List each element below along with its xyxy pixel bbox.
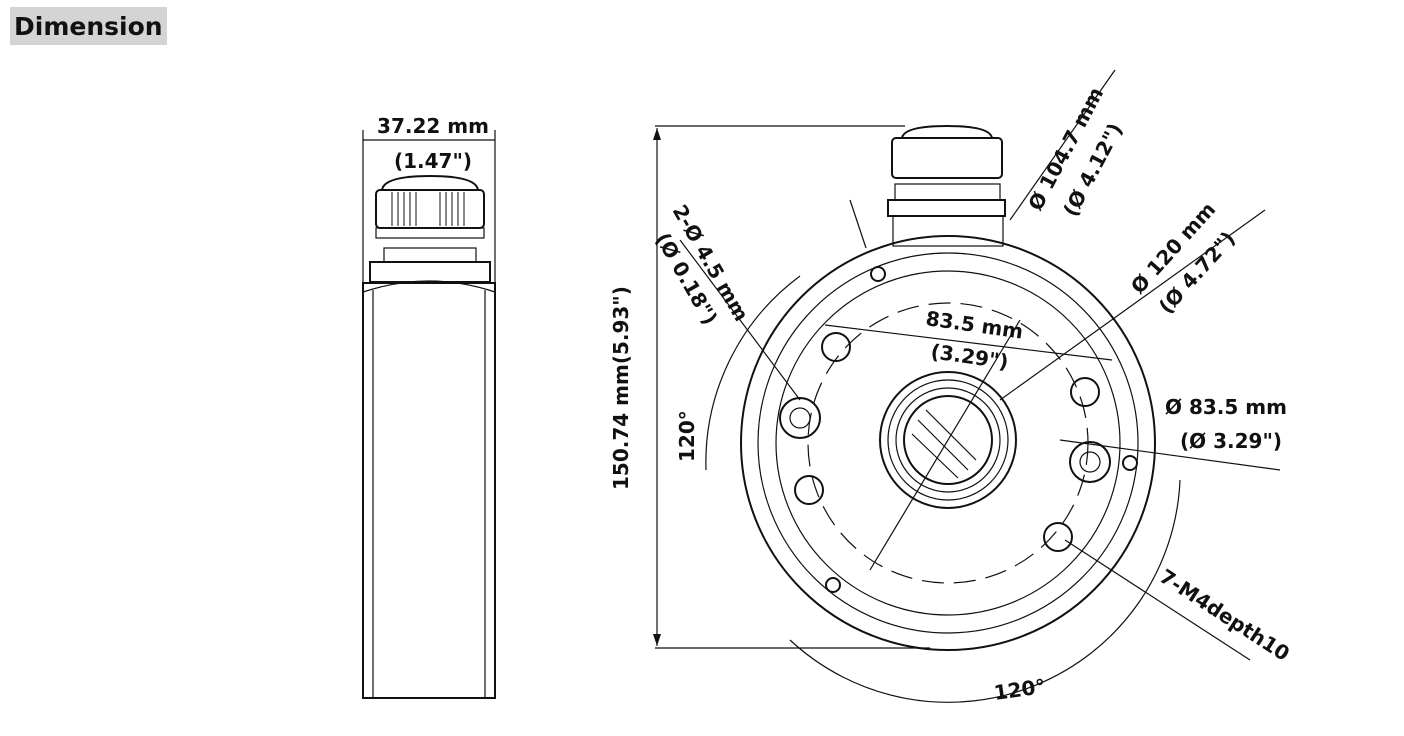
- span-dim: 83.5 mm: [924, 306, 1024, 343]
- d83-dim: Ø 83.5 mm: [1165, 395, 1287, 419]
- angle-bottom: 120°: [992, 674, 1047, 705]
- span-dim-in: (3.29"): [929, 339, 1010, 374]
- section-heading: Dimension: [10, 7, 167, 45]
- height-dim: 150.74 mm(5.93"): [609, 286, 633, 490]
- d83-dim-in: (Ø 3.29"): [1180, 429, 1282, 453]
- mount-holes: [779, 266, 1138, 593]
- side-width-mm: 37.22 mm: [377, 114, 489, 138]
- screw-spec: 7-M4depth10: [1155, 564, 1294, 666]
- angle-left: 120°: [675, 410, 699, 462]
- side-width-in: (1.47"): [394, 149, 472, 173]
- screw-bosses: [794, 332, 1100, 552]
- front-view: 150.74 mm(5.93") 2-Ø 4.5 mm (Ø 0.18") Ø …: [609, 69, 1294, 705]
- side-view: 37.22 mm (1.47"): [362, 114, 496, 699]
